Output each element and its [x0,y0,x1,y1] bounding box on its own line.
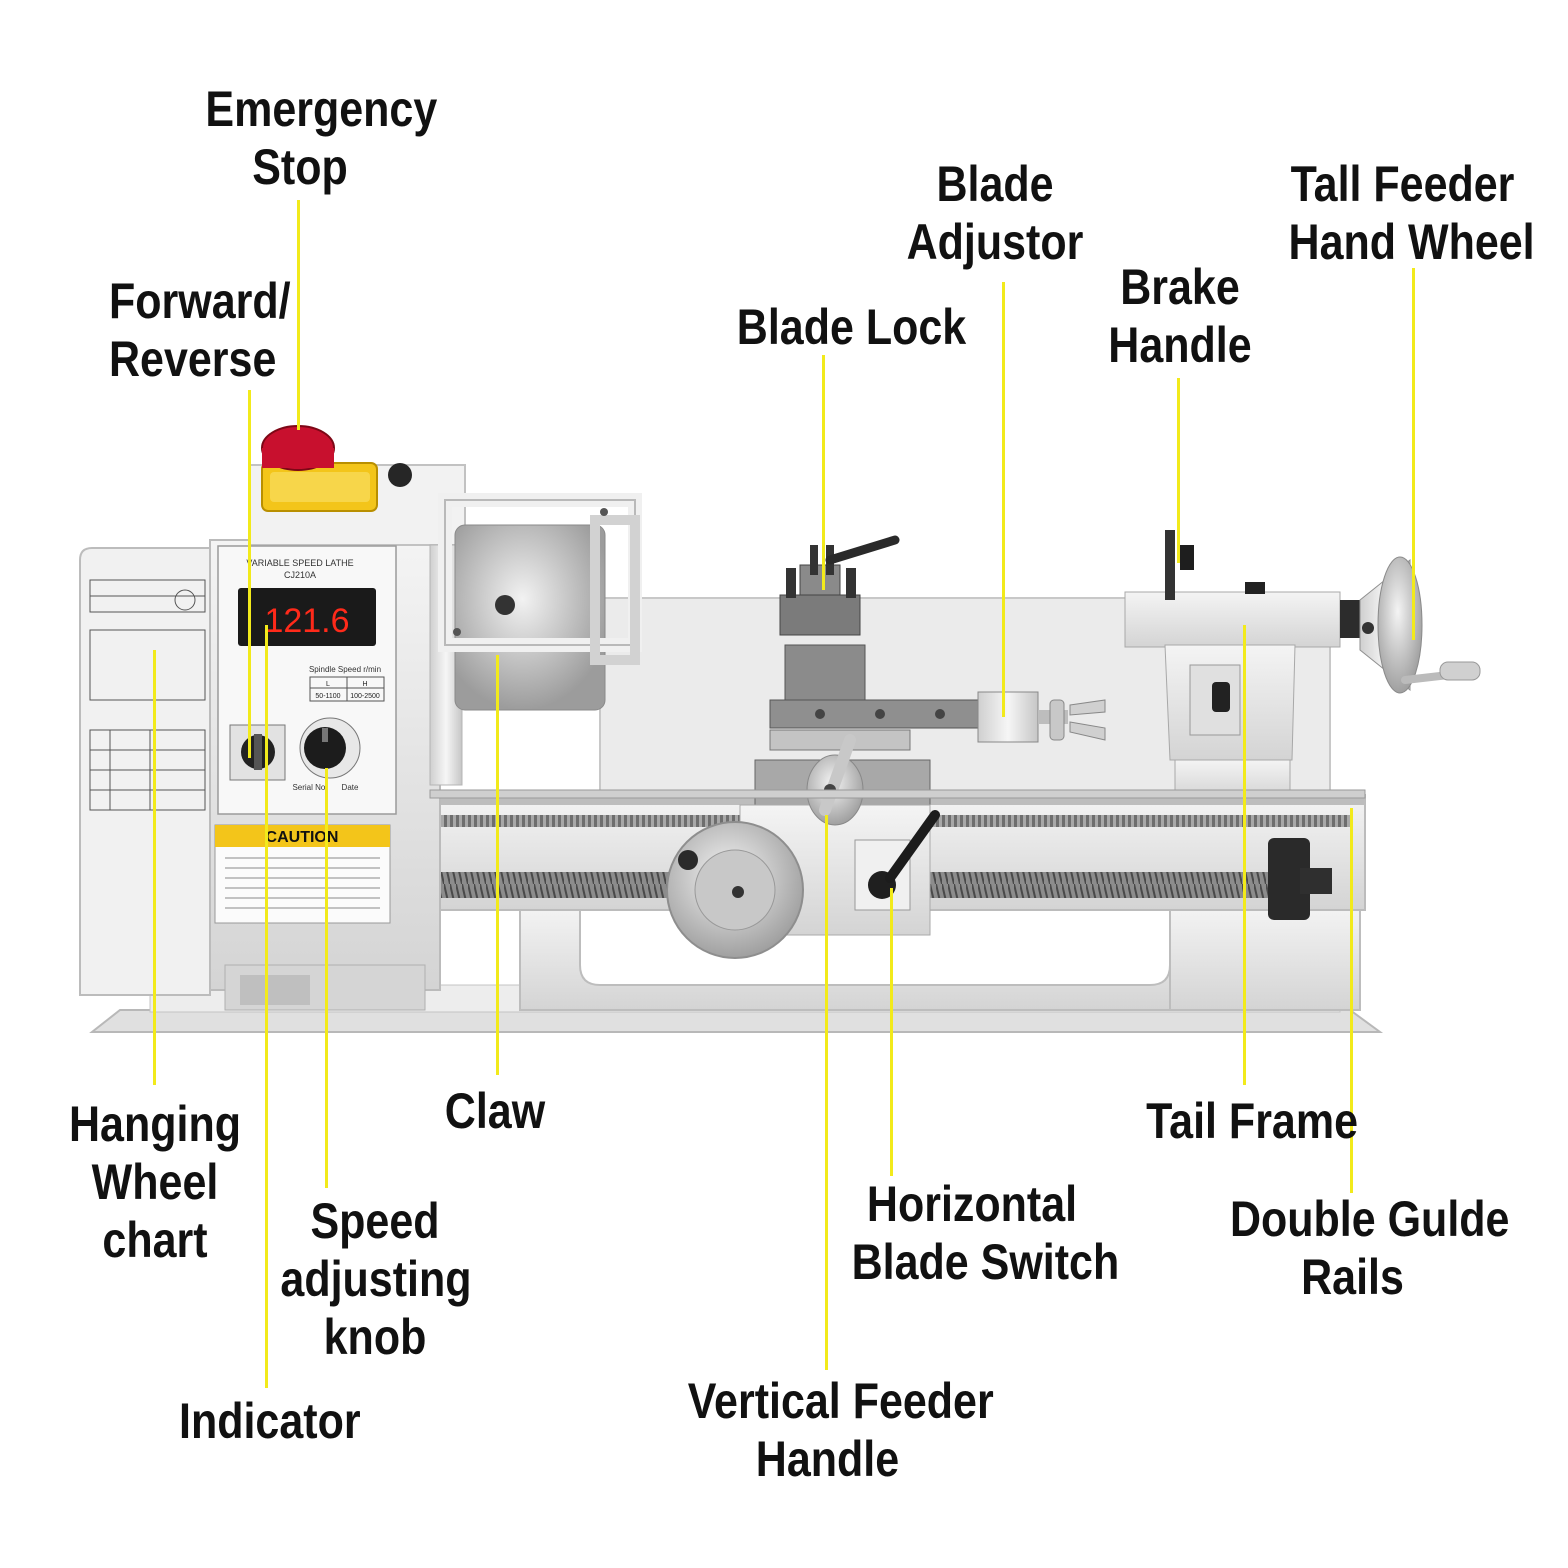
caution-plate: CAUTION [214,824,391,924]
horizontal-blade-switch[interactable] [868,810,940,899]
spindle-speed-label: Spindle Speed r/min [309,665,381,674]
speed-low-label: L [326,681,330,688]
label-tail-frame: Tail Frame [1146,1093,1358,1149]
leader-brake-handle [1177,378,1180,563]
control-panel: VARIABLE SPEED LATHE CJ210A 121.6 Spindl… [217,545,397,815]
bed-legs [519,904,1361,1011]
blade-adjustor-dial[interactable] [977,691,1106,743]
leader-hanging-wheel-chart [153,650,156,1085]
speed-high-label: H [362,681,367,688]
serial-label: Serial No. [292,783,327,792]
panel-title: VARIABLE SPEED LATHE [246,558,353,568]
display-reading: 121.6 [264,602,349,640]
range-low-label: 50-1100 [315,693,340,700]
forward-reverse-switch[interactable] [229,724,286,781]
leader-emergency-stop [297,200,300,430]
chuck-and-guard [438,493,642,711]
label-indicator: Indicator [179,1393,361,1449]
leader-tail-frame [1243,625,1246,1085]
digital-display [238,588,376,646]
leader-speed-adjusting-knob [325,768,328,1188]
label-forward-reverse: Forward/Reverse [109,273,291,387]
leader-double-guide-rails [1350,808,1353,1193]
guide-rail [429,789,1366,799]
label-claw: Claw [444,1083,546,1139]
leader-horizontal-blade-switch [890,888,893,1176]
emergency-stop-switch[interactable] [261,425,412,512]
leader-blade-lock [822,355,825,590]
leader-tail-feeder-hand-wheel [1412,268,1415,640]
range-high-label: 100-2500 [350,693,380,700]
label-blade-lock: Blade Lock [736,299,967,355]
carriage-hand-wheel[interactable] [666,821,804,959]
leader-claw [496,655,499,1075]
tailstock-hand-wheel[interactable] [1359,556,1481,694]
leader-blade-adjustor [1002,282,1005,717]
speed-adjusting-knob[interactable] [299,717,361,779]
date-label: Date [342,783,359,792]
gear-cover [79,547,211,996]
leader-vertical-feeder-handle [825,815,828,1370]
leader-indicator [265,625,268,1388]
caution-text: CAUTION [266,829,339,846]
panel-model: CJ210A [284,570,316,580]
leader-forward-reverse [248,390,251,758]
